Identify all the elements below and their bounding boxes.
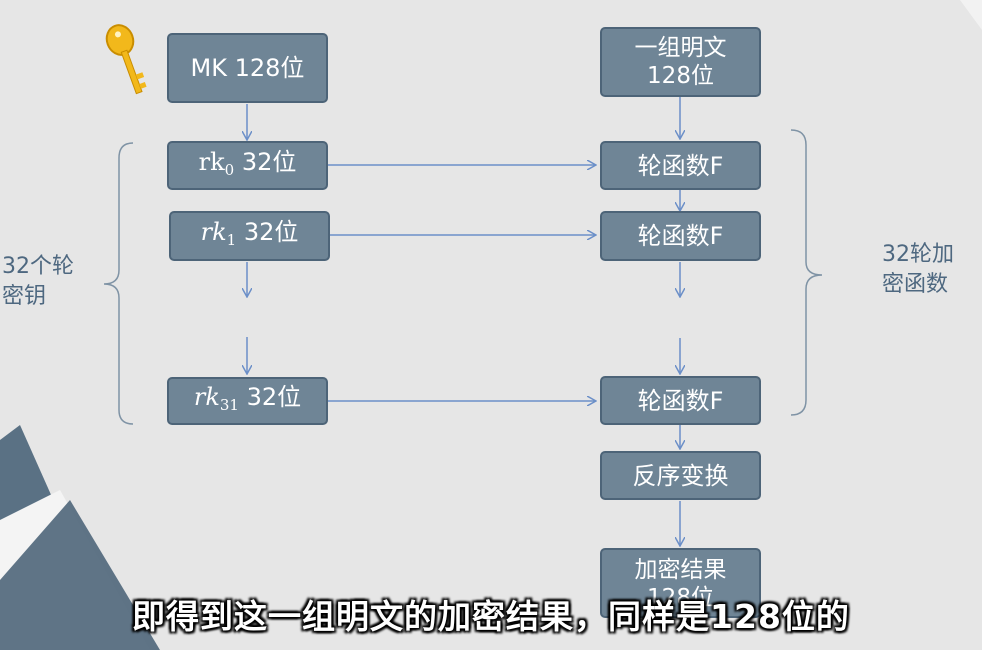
plaintext-box: 一组明文 128位: [600, 27, 761, 97]
round-key-base: rk: [200, 218, 227, 246]
result-line1: 加密结果: [634, 557, 727, 583]
right-brace: [790, 129, 823, 416]
round-key-suffix: 32位: [238, 383, 302, 411]
corner-shape: [960, 0, 982, 30]
round-key-subscript: 0: [224, 160, 235, 179]
master-key-box: MK 128位: [167, 33, 328, 103]
round-key-subscript: 31: [219, 396, 239, 414]
video-subtitle: 即得到这一组明文的加密结果，同样是128位的: [132, 597, 850, 636]
round-key-box-31: rk31 32位: [167, 377, 328, 425]
round-keys-label-line1: 32个轮: [2, 254, 74, 279]
reverse-transform-label: 反序变换: [632, 461, 729, 490]
result-line2: 128位: [647, 585, 714, 611]
round-key-box-1: rk1 32位: [169, 211, 330, 261]
round-functions-label-line1: 32轮加: [882, 242, 954, 267]
encryption-result-box: 加密结果 128位: [600, 548, 761, 618]
round-key-base: rk: [193, 383, 220, 411]
round-key-label-1: rk1 32位: [201, 217, 299, 255]
round-key-base: rk: [198, 147, 225, 176]
round-key-suffix: 32位: [234, 147, 297, 176]
round-key-suffix: 32位: [236, 218, 299, 246]
key-icon: [105, 24, 147, 95]
reverse-transform-box: 反序变换: [600, 451, 761, 500]
round-functions-label: 32轮加 密函数: [882, 240, 954, 300]
left-brace: [103, 142, 134, 425]
round-function-label: 轮函数F: [637, 386, 724, 415]
round-key-subscript: 1: [226, 231, 237, 249]
plaintext-line1: 一组明文: [634, 35, 727, 61]
round-keys-label-line2: 密钥: [2, 284, 47, 309]
round-function-label: 轮函数F: [637, 151, 724, 180]
round-key-label-0: rk0 32位: [199, 147, 297, 185]
mountain-shape-dark: [0, 500, 160, 650]
round-functions-label-line2: 密函数: [882, 272, 949, 297]
round-function-box-1: 轮函数F: [600, 211, 761, 261]
round-function-label: 轮函数F: [637, 222, 724, 250]
round-key-label-31: rk31 32位: [194, 382, 301, 420]
master-key-label: MK 128位: [190, 54, 305, 82]
round-function-box-0: 轮函数F: [600, 141, 761, 190]
round-keys-label: 32个轮 密钥: [2, 252, 74, 312]
round-function-box-31: 轮函数F: [600, 376, 761, 425]
plaintext-line2: 128位: [647, 63, 714, 89]
round-key-box-0: rk0 32位: [167, 141, 328, 190]
